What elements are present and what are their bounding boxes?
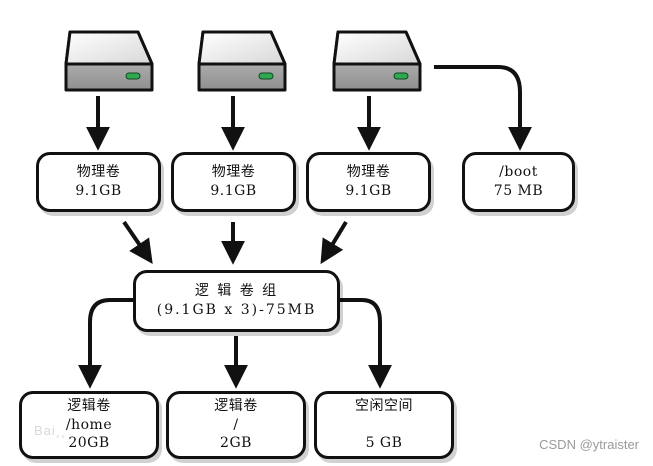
disk-icon — [197, 30, 287, 92]
logical-volume-box: 逻辑卷 /home 20GB — [19, 391, 159, 459]
arrow — [434, 65, 532, 151]
boot-partition-box: /boot 75 MB — [462, 152, 575, 212]
lv-mount: /home — [65, 416, 113, 433]
physical-volume-box: 物理卷 9.1GB — [36, 152, 161, 212]
arrow — [320, 220, 348, 265]
pv-size: 9.1GB — [75, 183, 122, 199]
logical-volume-box: 逻辑卷 / 2GB — [166, 391, 306, 459]
physical-volume-box: 物理卷 9.1GB — [171, 152, 296, 212]
lv-label: 空闲空间 — [355, 397, 413, 414]
physical-volume-box: 物理卷 9.1GB — [306, 152, 431, 212]
vg-size: (9.1GB x 3)-75MB — [156, 302, 317, 318]
arrow — [340, 298, 392, 389]
lv-size: 5 GB — [365, 435, 403, 452]
arrow — [122, 220, 153, 264]
lv-label: 逻辑卷 — [67, 397, 111, 414]
baidu-watermark: Bai¸¸ — [34, 423, 67, 438]
arrow — [78, 298, 133, 389]
pv-label: 物理卷 — [346, 164, 391, 181]
pv-label: 物理卷 — [211, 164, 256, 181]
pv-size: 9.1GB — [210, 183, 257, 199]
lv-size: 2GB — [220, 435, 252, 452]
pv-label: 物理卷 — [76, 164, 121, 181]
free-space-box: 空闲空间 5 GB — [314, 391, 454, 459]
lv-size: 20GB — [68, 435, 110, 452]
lv-mount: / — [233, 416, 239, 433]
lv-label: 逻辑卷 — [214, 397, 258, 414]
volume-group-box: 逻 辑 卷 组 (9.1GB x 3)-75MB — [133, 270, 340, 332]
disk-icon — [332, 30, 422, 92]
lv-mount — [382, 416, 387, 435]
disk-icon — [64, 30, 154, 92]
vg-label: 逻 辑 卷 组 — [194, 283, 279, 300]
pv-size: 9.1GB — [345, 183, 392, 199]
boot-label: /boot — [499, 164, 538, 181]
csdn-watermark: CSDN @ytraister — [539, 437, 639, 452]
boot-size: 75 MB — [493, 183, 544, 199]
